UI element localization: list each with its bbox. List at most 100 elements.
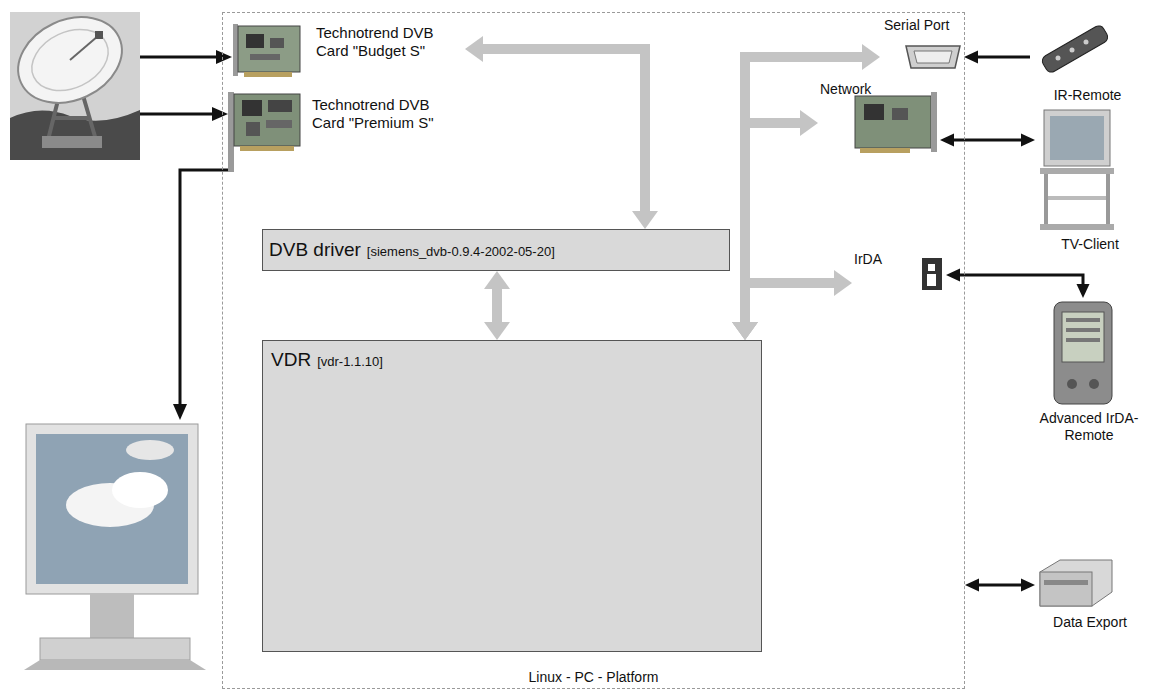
ir-remote-picture: [1056, 56, 1061, 61]
connector-line: [978, 584, 1022, 587]
network-card-picture: [892, 108, 908, 120]
device-node: Advanced IrDA-Remote: [1030, 298, 1153, 450]
pda-picture: [1066, 328, 1100, 332]
ir-remote-picture: [1070, 48, 1075, 53]
satellite-input-arrows: [212, 107, 228, 121]
tv-client-picture: [1044, 174, 1048, 224]
premium-card-picture: [268, 100, 292, 112]
budget-card-picture: [270, 38, 284, 48]
label-row: VDR[vdr-1.1.10]: [271, 349, 383, 372]
connector: [465, 36, 658, 229]
node-label: IrDA: [854, 251, 882, 268]
network-card-picture: [931, 92, 937, 152]
ir-remote-picture: [1040, 24, 1110, 75]
network-card-picture: [864, 104, 884, 120]
tv-set: [90, 594, 134, 638]
connector-line: [492, 288, 502, 323]
satellite-dish: [4, 1, 140, 160]
tv-client-picture: [1040, 224, 1114, 230]
budget-card-picture: [244, 72, 292, 77]
arrow-head: [465, 36, 483, 62]
budget-card-picture: [233, 24, 300, 77]
irda-port: [928, 264, 935, 271]
drive-picture: [1040, 560, 1112, 606]
tv-client-picture: [1044, 110, 1110, 166]
tv-set: [36, 434, 188, 584]
label-box: Technotrend DVB Card "Premium S": [312, 96, 452, 132]
tv-client-picture: [1050, 116, 1104, 160]
pda-picture: [1062, 312, 1104, 362]
serial-connector: [906, 46, 960, 68]
satellite-dish: [95, 31, 103, 39]
serial-connector: [914, 51, 952, 63]
pda-picture: [1066, 318, 1100, 322]
satellite-input-arrows: [216, 50, 232, 64]
irda-port: [922, 258, 942, 290]
satellite-input-arrows: [140, 50, 232, 121]
connector-line: [959, 275, 1083, 285]
label-box: Advanced IrDA-Remote: [1030, 410, 1148, 444]
pda-picture: [1089, 379, 1099, 389]
pda-picture: [1066, 338, 1100, 342]
node-label: DVB driver: [269, 239, 361, 262]
drive-picture: [1040, 572, 1092, 606]
budget-card-picture: [246, 34, 264, 48]
satellite-dish: [4, 1, 136, 119]
tv-set: [40, 638, 190, 660]
port-node: IrDA: [852, 248, 946, 296]
node-label: IR-Remote: [1054, 87, 1122, 104]
tv-output-line: [173, 170, 228, 420]
arrow-head: [964, 51, 978, 64]
connector: [940, 134, 1035, 147]
arrow-head: [965, 579, 979, 592]
arrow-head: [1077, 284, 1090, 298]
label-box: Technotrend DVB Card "Budget S": [316, 24, 451, 60]
connector-line: [745, 283, 835, 323]
premium-card-picture: [246, 122, 260, 136]
network-card-picture: [855, 92, 937, 153]
satellite-input-arrows: [140, 56, 218, 59]
pda-picture: [1054, 302, 1112, 404]
connector-line: [953, 139, 1022, 142]
node-label: [vdr-1.1.10]: [317, 354, 383, 370]
connector: [484, 271, 510, 340]
connector-line: [745, 123, 801, 323]
node-label: Technotrend DVB Card "Premium S": [312, 96, 452, 132]
node-label: [siemens_dvb-0.9.4-2002-05-20]: [367, 244, 555, 260]
device-node: Data Export: [1035, 555, 1145, 637]
tv-set: [112, 472, 168, 508]
tv-client-picture: [1106, 174, 1110, 224]
budget-card-picture: [238, 26, 300, 72]
tv-set: [24, 660, 206, 670]
connector: [732, 270, 852, 340]
arrow-head: [484, 322, 510, 340]
satellite-dish: [70, 36, 98, 60]
label-box: Data Export: [1035, 613, 1145, 631]
arrow-head: [732, 322, 758, 340]
arrow-head: [1021, 134, 1035, 147]
tv-client-picture: [1040, 168, 1114, 174]
tv-client-picture: [1040, 110, 1114, 230]
network-card-picture: [860, 148, 910, 153]
node-label: Serial Port: [884, 17, 949, 34]
irda-port: [927, 274, 936, 286]
label-row: DVB driver [siemens_dvb-0.9.4-2002-05-20]: [269, 239, 555, 262]
label-box: IrDA: [854, 250, 914, 268]
device-node: IR-Remote: [1030, 20, 1145, 108]
arrow-head: [946, 269, 960, 282]
dvb-card: Technotrend DVB Card "Premium S": [228, 88, 462, 154]
caption-box: Linux - PC - Platform: [223, 668, 964, 686]
node-label: TV-Client: [1061, 236, 1119, 253]
node-label: Linux - PC - Platform: [529, 669, 659, 686]
premium-card-picture: [240, 146, 294, 151]
connector: [965, 579, 1035, 592]
connector: [964, 51, 1030, 64]
pda-picture: [1054, 302, 1112, 404]
drive-picture: [1044, 580, 1088, 585]
connector: [946, 269, 1090, 299]
ir-remote-picture: [1040, 24, 1110, 75]
arrow-head: [732, 322, 758, 340]
tv-client-picture: [1048, 196, 1106, 200]
serial-connector: [906, 46, 960, 68]
